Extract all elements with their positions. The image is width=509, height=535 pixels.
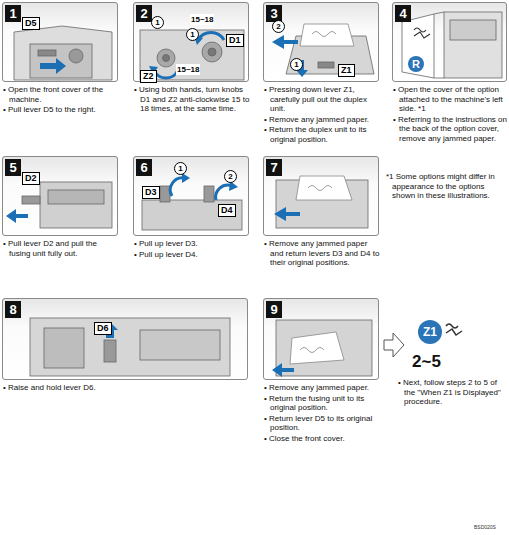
callout-number: 1	[186, 28, 199, 41]
step-caption: • Open the cover of the option attached …	[393, 85, 508, 145]
step-number: 4	[395, 5, 411, 22]
instruction-text: • Remove any jammed paper.	[264, 115, 380, 125]
lever-label: D2	[22, 172, 40, 185]
step-panel: 8• Raise and hold lever D6.	[2, 298, 248, 380]
callout-number: 1	[174, 162, 187, 175]
panel-ground	[2, 2, 507, 380]
instruction-text: • Return lever D5 to its original positi…	[264, 414, 380, 433]
step-panel: 9• Remove any jammed paper.• Return the …	[263, 298, 379, 380]
step-caption: • Pull lever D2 and pull the fusing unit…	[3, 239, 119, 259]
callout-number: 2	[224, 170, 237, 183]
step-caption: • Pressing down lever Z1, carefully pull…	[264, 85, 380, 146]
fusing-unit	[30, 318, 230, 376]
footnote: *1 Some options might differ in appearan…	[386, 172, 506, 201]
step-caption: • Remove any jammed paper.• Return the f…	[264, 383, 380, 445]
step-panel: 3• Pressing down lever Z1, carefully pul…	[263, 2, 379, 82]
lever-label: D3	[142, 186, 160, 199]
step-panel: 7• Remove any jammed paper and return le…	[263, 156, 379, 236]
step-panel: 5• Pull lever D2 and pull the fusing uni…	[2, 156, 118, 236]
jam-removal	[272, 320, 372, 377]
step-number: 2	[136, 5, 152, 22]
jam-icon	[446, 324, 462, 335]
instruction-text: • Pull up lever D4.	[134, 250, 250, 260]
lever-label: Z1	[338, 64, 355, 77]
duplex-unit	[272, 24, 374, 77]
document-code: BSD020S	[474, 524, 496, 530]
turn-count: 15~18	[176, 64, 200, 75]
step-panel: 4• Open the cover of the option attached…	[392, 2, 507, 82]
step-range: 2~5	[412, 352, 441, 372]
lever-label: D4	[218, 204, 236, 217]
lever-label: D5	[22, 17, 40, 30]
step-number: 8	[5, 301, 21, 318]
lever-label: D6	[94, 322, 112, 335]
step-caption: • Raise and hold lever D6.	[3, 383, 143, 394]
instruction-text: • Open the cover of the option attached …	[393, 85, 508, 114]
step-number: 7	[266, 159, 282, 176]
knob-label: D1	[226, 34, 244, 47]
note-text: • Next, follow steps 2 to 5 of the "When…	[398, 378, 506, 407]
instruction-text: • Using both hands, turn knobs D1 and Z2…	[134, 85, 250, 114]
knob-label: Z2	[140, 70, 157, 83]
step-caption: • Remove any jammed paper and return lev…	[264, 239, 380, 269]
instruction-text: • Pressing down lever Z1, carefully pull…	[264, 85, 380, 114]
fusing-unit	[6, 182, 112, 228]
instruction-text: • Referring to the instructions on the b…	[393, 115, 508, 144]
callout-number: 1	[290, 58, 303, 71]
instruction-text: • Remove any jammed paper and return lev…	[264, 239, 380, 268]
instruction-text: • Pull lever D5 to the right.	[3, 105, 119, 115]
instruction-text: • Pull up lever D3.	[134, 239, 250, 249]
step-number: 1	[5, 5, 21, 22]
callout-number: 2	[272, 20, 285, 33]
step-number: 9	[266, 301, 282, 318]
machine-front	[14, 26, 112, 80]
step-number: 6	[136, 159, 152, 176]
instruction-text: • Return the duplex unit to its original…	[264, 125, 380, 144]
instruction-text: • Close the front cover.	[264, 434, 380, 444]
step-caption: • Open the front cover of the machine.• …	[3, 85, 119, 116]
hollow-arrow	[384, 333, 404, 357]
jam-removal	[274, 176, 368, 228]
step-caption: • Pull up lever D3.• Pull up lever D4.	[134, 239, 250, 260]
callout-letter: R	[408, 56, 424, 72]
instruction-text: • Remove any jammed paper.	[264, 383, 380, 393]
jam-code: Z1	[418, 320, 442, 344]
turn-count: 15~18	[190, 14, 214, 25]
callout-number: 1	[151, 16, 164, 29]
instruction-text: • Open the front cover of the machine.	[3, 85, 119, 104]
step-caption: • Using both hands, turn knobs D1 and Z2…	[134, 85, 250, 115]
instruction-text: • Raise and hold lever D6.	[3, 383, 143, 393]
instruction-text: • Return the fusing unit to its original…	[264, 394, 380, 413]
step-number: 5	[5, 159, 21, 176]
instruction-text: • Pull lever D2 and pull the fusing unit…	[3, 239, 119, 258]
step-panel: 1• Open the front cover of the machine.•…	[2, 2, 118, 82]
option-unit	[402, 12, 502, 78]
